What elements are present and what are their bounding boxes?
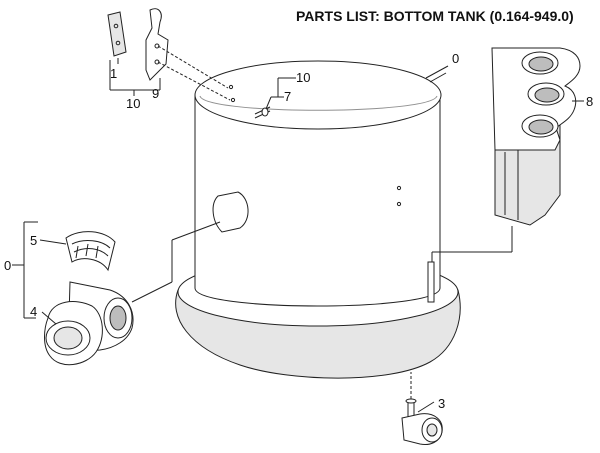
callout-10-left: 10 [126,96,140,111]
callout-5: 5 [30,233,37,248]
bottom-tank-body [194,60,442,307]
callout-9: 9 [152,86,159,101]
hose-inlet-part-4 [44,281,134,366]
callout-4: 4 [30,304,37,319]
caster-wheel-part-3 [401,398,443,445]
callout-1: 1 [110,66,117,81]
callout-8: 8 [586,94,593,109]
bracket-part-9 [145,8,169,81]
callout-10-top: 10 [296,70,310,85]
callout-7: 7 [284,89,291,104]
leader-lines [12,45,584,413]
diagram-title: PARTS LIST: BOTTOM TANK (0.164-949.0) [296,8,574,24]
clamp-part-5 [65,231,116,272]
callout-3: 3 [438,396,445,411]
accessory-holder-part-8 [491,47,581,226]
bracket-part-1 [107,11,127,57]
screw-part-7 [254,106,271,119]
callout-labels: 0 10 7 8 1 9 10 5 0 4 3 [4,51,593,411]
callout-0-left: 0 [4,258,11,273]
callout-0-top: 0 [452,51,459,66]
